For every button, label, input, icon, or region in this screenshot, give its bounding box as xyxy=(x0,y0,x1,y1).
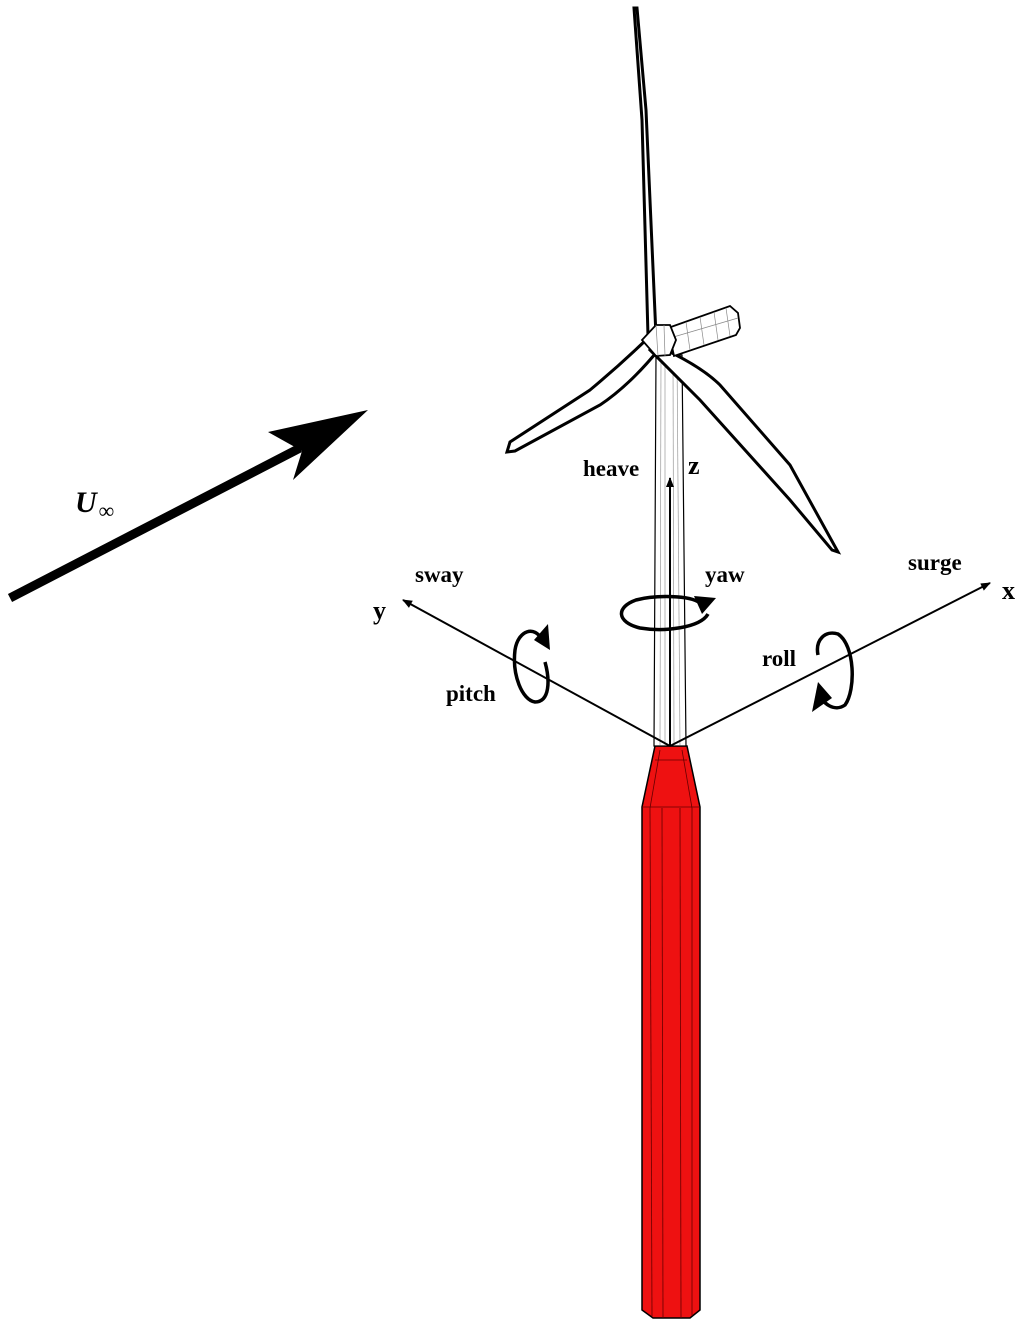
free-stream-arrow xyxy=(7,410,368,602)
yaw-label: yaw xyxy=(705,562,745,587)
coordinate-axes xyxy=(402,477,991,747)
pitch-rotation-arrow xyxy=(512,624,550,704)
blade-up xyxy=(632,6,658,338)
y-axis-label: y xyxy=(373,596,386,625)
surge-label: surge xyxy=(908,550,962,575)
x-axis-label: x xyxy=(1002,576,1015,605)
blade-right xyxy=(647,343,842,555)
roll-label: roll xyxy=(762,646,796,671)
pitch-label: pitch xyxy=(446,681,496,706)
rotor xyxy=(504,6,842,555)
spar-buoy xyxy=(641,745,701,1319)
free-stream-label: U∞ xyxy=(75,486,114,523)
y-axis xyxy=(402,599,671,747)
heave-label: heave xyxy=(583,456,639,481)
sway-label: sway xyxy=(415,562,464,587)
blade-left xyxy=(504,335,663,454)
spar-body xyxy=(641,745,701,1319)
yaw-rotation-arrow xyxy=(619,594,716,632)
x-axis xyxy=(669,582,991,747)
roll-rotation-arrow xyxy=(812,631,854,712)
z-axis-label: z xyxy=(688,451,700,480)
nacelle xyxy=(640,304,741,358)
